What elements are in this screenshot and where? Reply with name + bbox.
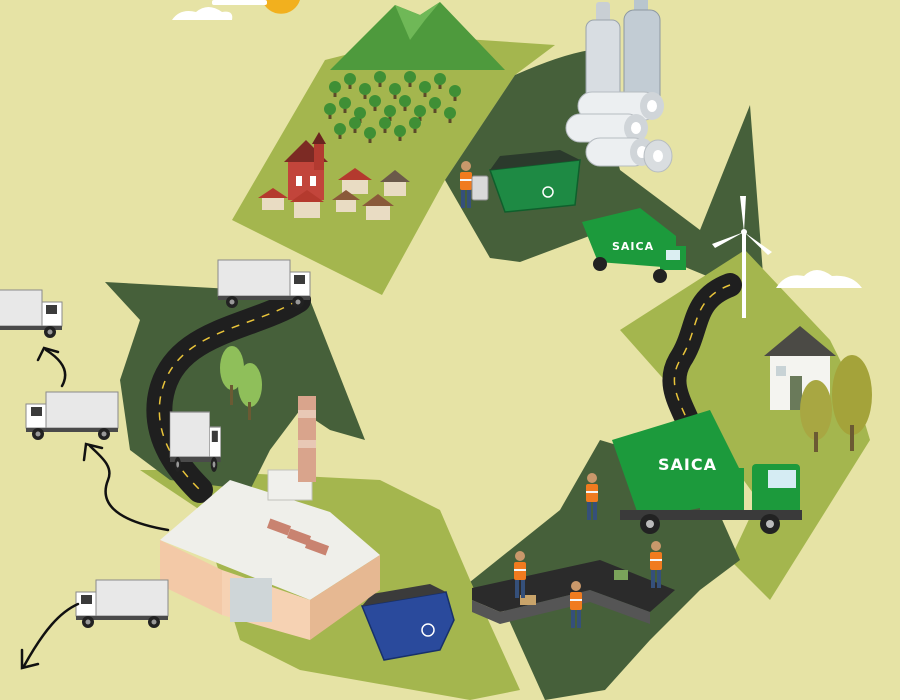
factory-icon (160, 469, 380, 640)
glass-bottle-icon (585, 0, 661, 111)
worker-icon (460, 161, 489, 208)
cloud-icon (776, 270, 862, 288)
recycling-skip-icon (360, 584, 455, 661)
wind-turbine-icon (712, 196, 772, 318)
sun-icon (262, 0, 300, 14)
arrow-top-light (232, 36, 555, 295)
arrow-top-dark (445, 50, 765, 300)
garbage-truck-icon: SAICA (582, 208, 686, 283)
tree-icon (800, 355, 872, 452)
village-icon (258, 132, 410, 220)
truck-logo-top: SAICA (612, 240, 654, 253)
truck-logo-right: SAICA (658, 455, 717, 474)
chimney-icon (298, 396, 316, 482)
cloud-icon (172, 0, 267, 20)
mountain-icon (330, 2, 505, 70)
direction-arrow-icon (20, 346, 170, 670)
garbage-truck-icon: SAICA (612, 410, 802, 534)
tree-icon (220, 346, 262, 420)
plastic-roll-icon (565, 91, 673, 173)
recycling-skip-icon (488, 150, 581, 213)
